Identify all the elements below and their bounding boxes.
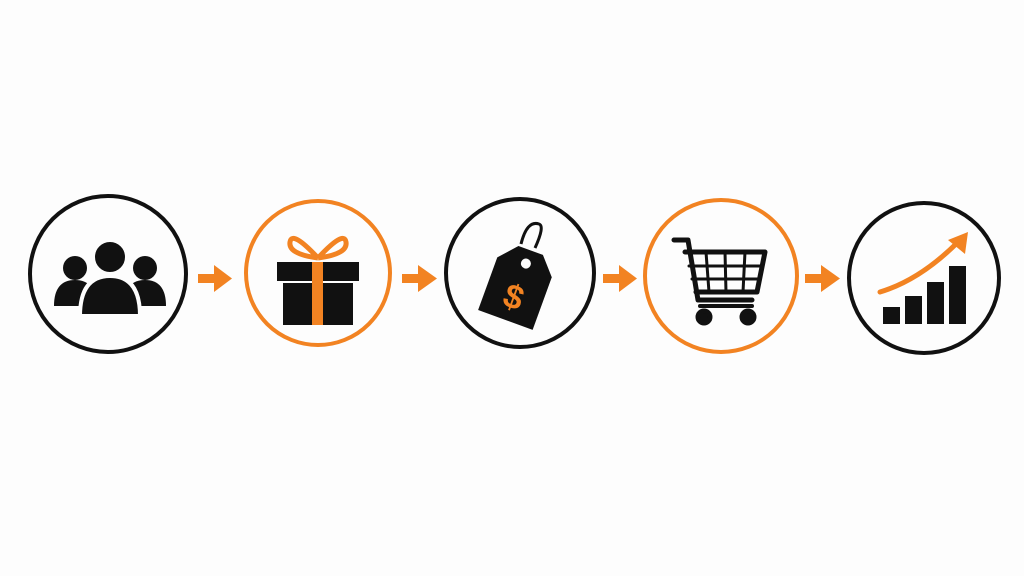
step-cart [643, 198, 799, 354]
step-price: $ [444, 197, 596, 349]
growth-bar-chart-icon [877, 232, 968, 324]
price-tag-dollar-icon: $ [478, 221, 552, 330]
step-gift [244, 199, 392, 347]
step-ring [28, 194, 188, 354]
people-group-icon [54, 238, 166, 318]
arrow-right-icon [402, 265, 437, 292]
step-ring [847, 201, 1001, 355]
arrow-right-icon [198, 265, 232, 292]
arrow-right-icon [805, 265, 840, 292]
gift-box-icon [277, 236, 359, 325]
step-growth [847, 201, 1001, 355]
step-ring [244, 199, 392, 347]
step-ring [643, 198, 799, 354]
step-ring [444, 197, 596, 349]
shopping-cart-icon [671, 237, 768, 326]
arrow-right-icon [603, 265, 637, 292]
step-customers [28, 194, 188, 354]
